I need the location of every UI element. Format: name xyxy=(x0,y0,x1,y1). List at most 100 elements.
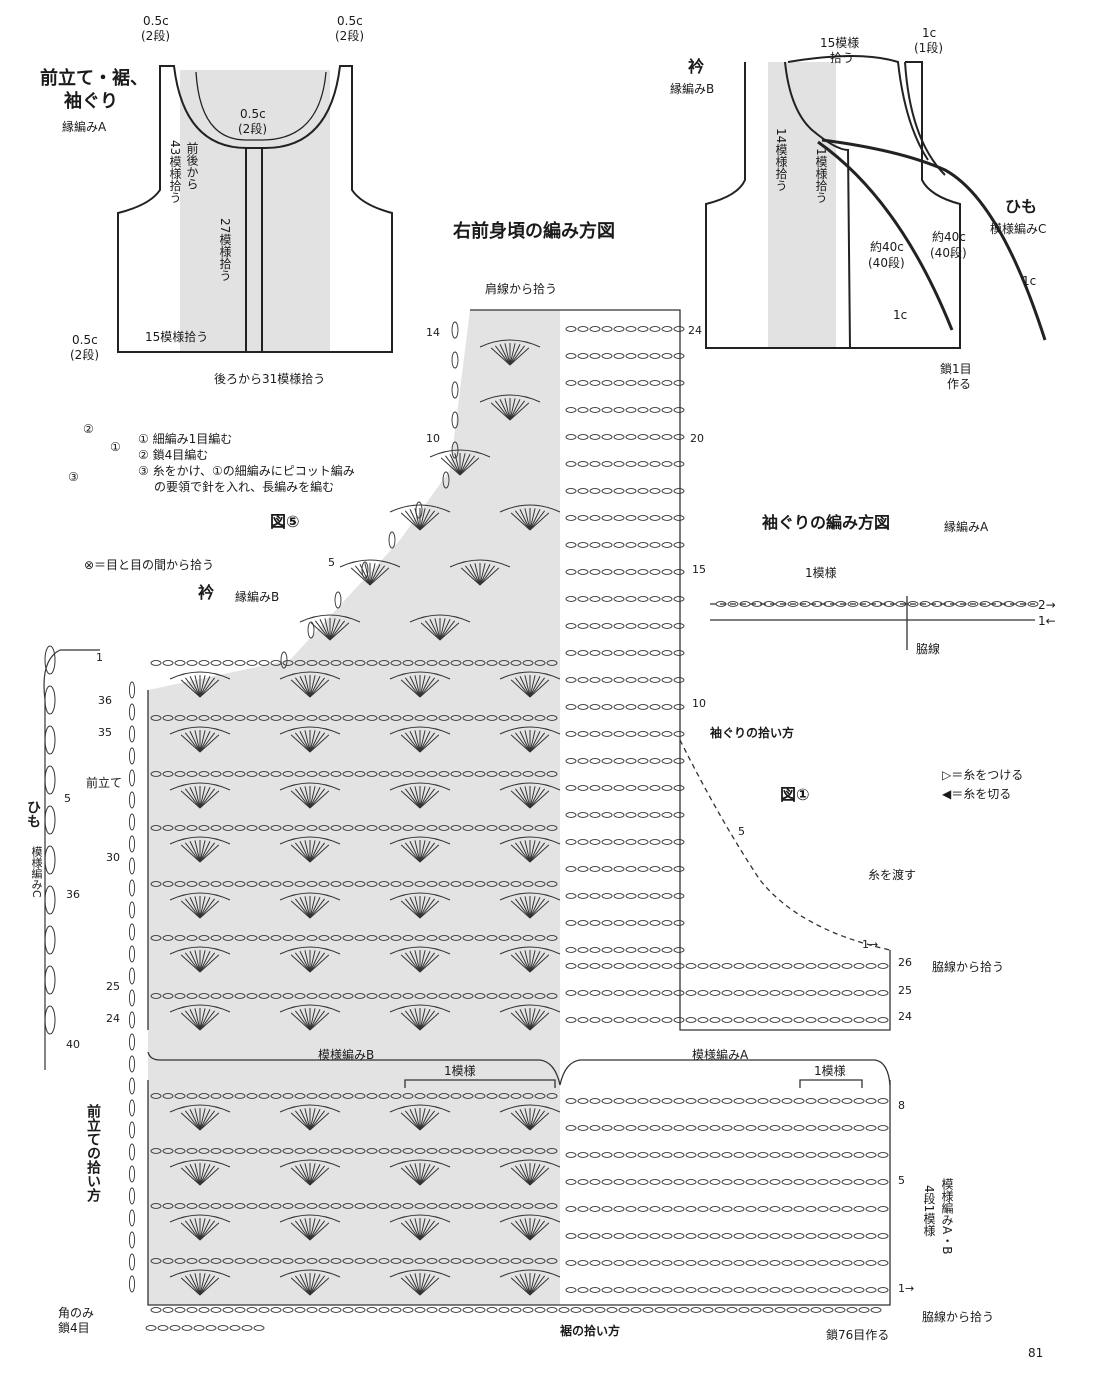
chain-stitch xyxy=(613,1287,625,1293)
chain-stitch xyxy=(294,715,306,721)
chain-stitch xyxy=(462,1258,474,1264)
chain-stitch xyxy=(649,839,661,845)
chain-stitch xyxy=(805,963,817,969)
chain-stitch xyxy=(510,993,522,999)
chain-stitch xyxy=(474,1203,486,1209)
fan-motif xyxy=(279,1004,341,1031)
fan-motif xyxy=(279,836,341,863)
chain-stitch xyxy=(258,1148,270,1154)
chain-stitch xyxy=(390,771,402,777)
chain-stitch xyxy=(613,839,625,845)
chain-stitch xyxy=(462,935,474,941)
chain-stitch xyxy=(414,1203,426,1209)
chain-stitch xyxy=(426,935,438,941)
chain-stitch xyxy=(601,407,613,413)
chain-stitch xyxy=(258,825,270,831)
row-num-collar-1: 1 xyxy=(96,651,103,664)
chain-stitch xyxy=(462,881,474,887)
band-stitch xyxy=(128,769,136,787)
chain-stitch xyxy=(426,771,438,777)
chain-stitch xyxy=(589,731,601,737)
chain-stitch xyxy=(793,1152,805,1158)
collar-label: 衿 xyxy=(198,583,215,602)
chain-stitch xyxy=(577,434,589,440)
chain-stitch xyxy=(342,660,354,666)
chain-stitch xyxy=(378,660,390,666)
chain-stitch xyxy=(258,715,270,721)
side-pick-upper: 脇線から拾う xyxy=(932,960,1005,974)
chain-stitch xyxy=(306,993,318,999)
chain-stitch xyxy=(745,1260,757,1266)
chain-stitch xyxy=(534,1093,546,1099)
fan-motif xyxy=(499,1104,561,1131)
chain-stitch xyxy=(198,660,210,666)
chain-stitch xyxy=(577,407,589,413)
chain-stitch xyxy=(354,771,366,777)
chain-stitch xyxy=(234,1093,246,1099)
chain-stitch xyxy=(721,1206,733,1212)
chain-stitch xyxy=(438,660,450,666)
chain-stitch xyxy=(750,1307,762,1313)
chain-stitch xyxy=(210,1203,222,1209)
chain-stitch xyxy=(270,1148,282,1154)
dim-center: 0.5c xyxy=(240,107,266,121)
chain-stitch xyxy=(426,825,438,831)
collar-stitch xyxy=(334,591,342,609)
chain-stitch xyxy=(841,1017,853,1023)
chain-stitch xyxy=(498,771,510,777)
chain-stitch xyxy=(193,1325,205,1331)
chain-stitch xyxy=(858,1307,870,1313)
chain-stitch xyxy=(462,1203,474,1209)
chain-stitch xyxy=(450,935,462,941)
tie-row-36: 36 xyxy=(66,888,80,901)
band-stitch xyxy=(128,747,136,765)
chain-stitch xyxy=(150,1148,162,1154)
chain-stitch xyxy=(589,596,601,602)
chain-stitch xyxy=(577,650,589,656)
chain-stitch xyxy=(589,434,601,440)
chain-stitch xyxy=(565,569,577,575)
chain-stitch xyxy=(306,1093,318,1099)
fan-motif xyxy=(479,339,541,366)
chain-stitch xyxy=(865,1287,877,1293)
chain-stitch xyxy=(613,596,625,602)
chain-stitch xyxy=(577,947,589,953)
chain-stitch xyxy=(546,660,558,666)
collar-top-pick: 15模様 xyxy=(820,36,860,50)
chain-stitch xyxy=(661,893,673,899)
chain-stitch xyxy=(661,1098,673,1104)
chain-stitch xyxy=(342,1258,354,1264)
chain-stitch xyxy=(625,731,637,737)
chain-stitch xyxy=(577,785,589,791)
chain-stitch xyxy=(625,947,637,953)
chain-stitch xyxy=(793,1125,805,1131)
tie-stitch xyxy=(44,725,56,755)
chain-stitch xyxy=(522,1307,534,1313)
tie-stitch xyxy=(44,765,56,795)
band-stitch xyxy=(128,1077,136,1095)
chain-stitch xyxy=(793,1179,805,1185)
chain-stitch xyxy=(649,920,661,926)
chain-stitch xyxy=(841,1098,853,1104)
chain-stitch xyxy=(150,1093,162,1099)
chain-stitch xyxy=(354,715,366,721)
tie-sub: 模様編みC xyxy=(990,222,1047,236)
chain-stitch xyxy=(775,601,787,607)
chain-stitch xyxy=(186,1148,198,1154)
chain-stitch xyxy=(426,1093,438,1099)
chain-stitch xyxy=(805,1179,817,1185)
chain-stitch xyxy=(817,1125,829,1131)
chain-stitch xyxy=(715,601,727,607)
chain-stitch xyxy=(498,881,510,887)
chain-stitch xyxy=(649,731,661,737)
chain-stitch xyxy=(318,993,330,999)
chain-stitch xyxy=(414,715,426,721)
chain-stitch xyxy=(198,1203,210,1209)
chain-stitch xyxy=(613,812,625,818)
chain-stitch xyxy=(577,1152,589,1158)
band-stitch xyxy=(128,1165,136,1183)
chain-stitch xyxy=(565,515,577,521)
collar-stitch xyxy=(451,321,459,339)
chain-stitch xyxy=(510,935,522,941)
pattern-a-label: 模様編みA xyxy=(692,1048,749,1062)
